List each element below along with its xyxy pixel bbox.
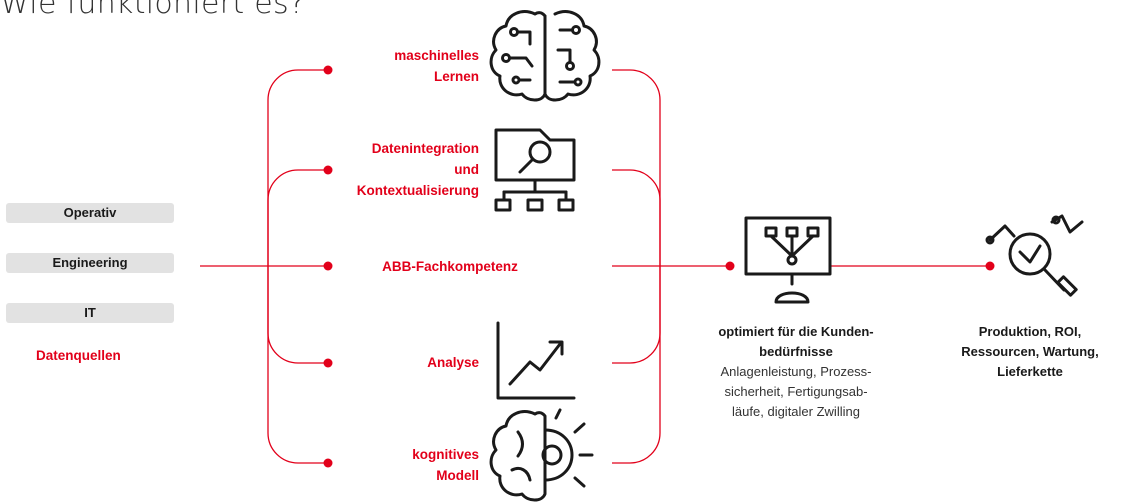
dot-ml	[323, 65, 333, 75]
page-title: Wie funktioniert es?	[0, 0, 306, 21]
magnifier-analytics-icon	[985, 214, 1084, 297]
dot-integration	[323, 165, 333, 175]
trend-chart-icon	[496, 321, 576, 400]
sources-caption: Datenquellen	[36, 348, 121, 363]
label-data-integration: Datenintegration und Kontextualisierung	[356, 141, 479, 198]
monitor-network-icon	[744, 216, 832, 304]
brain-eye-icon	[489, 408, 594, 502]
dot-outcome	[985, 261, 995, 271]
folder-magnifier-network-icon	[494, 128, 576, 212]
dot-cognitive	[323, 458, 333, 468]
source-operativ: Operativ	[6, 203, 174, 223]
dot-analyse	[323, 358, 333, 368]
brain-circuit-icon	[489, 10, 601, 102]
label-machine-learning: maschinelles Lernen	[394, 48, 479, 84]
source-engineering: Engineering	[6, 253, 174, 273]
outcome-caption: Produktion, ROI, Ressourcen, Wartung, Li…	[961, 324, 1099, 379]
optimized-caption: optimiert für die Kunden- bedürfnisse An…	[718, 324, 874, 419]
source-it: IT	[6, 303, 174, 323]
label-cognitive-model: kognitives Modell	[412, 447, 479, 483]
label-analyse: Analyse	[427, 355, 479, 370]
dot-optimized	[725, 261, 735, 271]
label-abb-expertise: ABB-Fachkompetenz	[382, 259, 518, 274]
dot-expertise	[323, 261, 333, 271]
